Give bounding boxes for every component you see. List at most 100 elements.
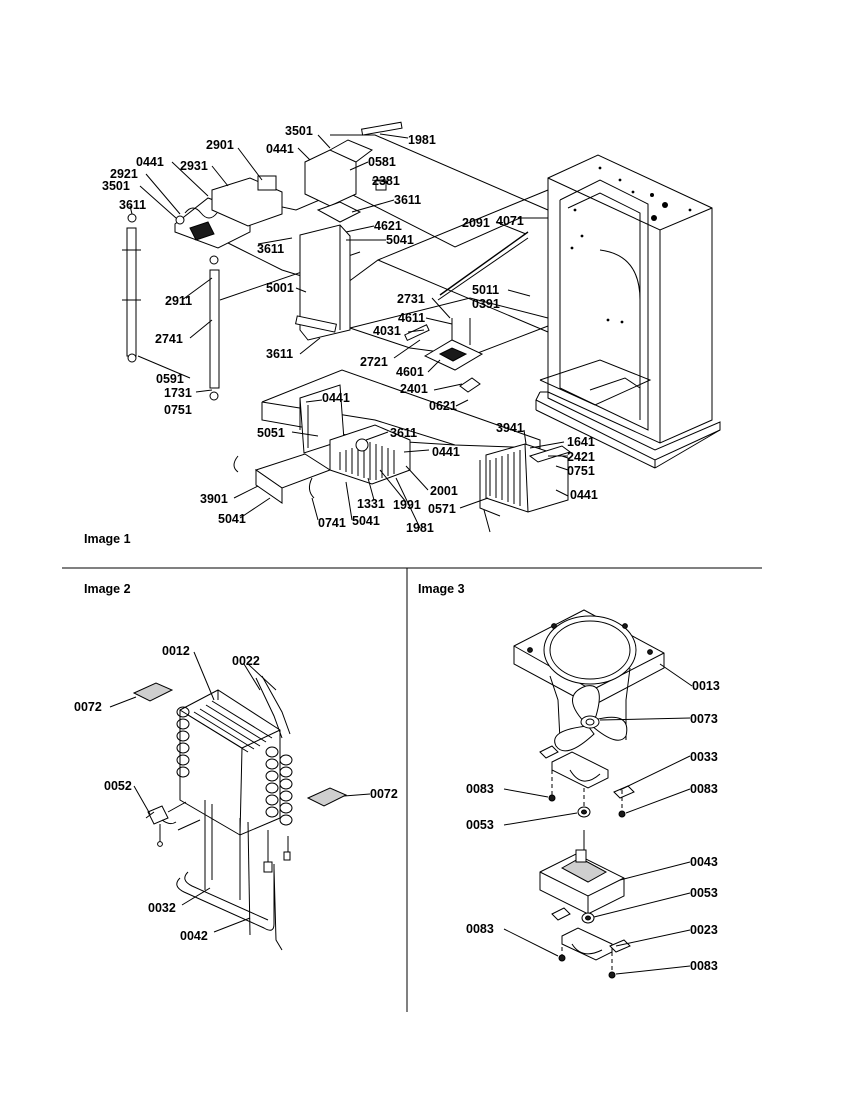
part-callout-2381: 2381 — [372, 174, 400, 188]
part-callout-3611: 3611 — [119, 198, 146, 212]
part-callout-3611: 3611 — [394, 193, 421, 207]
part-callout-0741: 0741 — [318, 516, 346, 530]
part-callout-0591: 0591 — [156, 372, 184, 386]
part-callout-0023: 0023 — [690, 923, 718, 937]
part-callout-2911: 2911 — [165, 294, 192, 308]
part-callout-0751: 0751 — [567, 464, 595, 478]
cabinet — [535, 154, 721, 469]
rod-2091 — [439, 231, 529, 296]
part-callout-0391: 0391 — [472, 297, 500, 311]
part-callout-5001: 5001 — [266, 281, 294, 295]
screw-icon — [618, 810, 626, 818]
lower-duct-assembly — [233, 384, 411, 504]
part-callout-2001: 2001 — [430, 484, 458, 498]
part-callout-4031: 4031 — [373, 324, 401, 338]
part-callout-4611: 4611 — [398, 311, 425, 325]
part-callout-0032: 0032 — [148, 901, 176, 915]
screw-icon — [548, 794, 556, 802]
part-callout-0022: 0022 — [232, 654, 260, 668]
part-callout-2421: 2421 — [567, 450, 595, 464]
plate-2911 — [295, 224, 351, 341]
condenser-box — [479, 443, 572, 517]
part-callout-0083: 0083 — [690, 959, 718, 973]
part-callout-5041: 5041 — [352, 514, 380, 528]
panel-label-image2: Image 2 — [84, 582, 131, 596]
part-callout-0083: 0083 — [690, 782, 718, 796]
part-callout-3611: 3611 — [390, 426, 417, 440]
part-callout-5041: 5041 — [218, 512, 246, 526]
image3-callouts: 0013 0073 0033 0083 0083 0053 0043 0053 0083 0023… — [466, 679, 720, 973]
part-callout-2901: 2901 — [206, 138, 234, 152]
part-callout-0621: 0621 — [429, 399, 457, 413]
pad-left — [132, 682, 174, 702]
part-callout-4621: 4621 — [374, 219, 402, 233]
pad-right — [306, 787, 348, 807]
part-callout-5041: 5041 — [386, 233, 414, 247]
part-callout-0053: 0053 — [690, 886, 718, 900]
screw-icon — [558, 954, 566, 962]
upper-evaporator — [174, 175, 283, 249]
center-plate — [404, 318, 484, 393]
part-callout-0052: 0052 — [104, 779, 132, 793]
part-callout-1981: 1981 — [408, 133, 436, 147]
part-callout-5011: 5011 — [472, 283, 499, 297]
part-callout-0053: 0053 — [466, 818, 494, 832]
part-callout-2401: 2401 — [400, 382, 428, 396]
part-callout-0581: 0581 — [368, 155, 396, 169]
heater-loop — [176, 864, 275, 931]
part-callout-0571: 0571 — [428, 502, 456, 516]
coil-right — [265, 746, 293, 826]
part-callout-0751: 0751 — [164, 403, 192, 417]
screw-icon — [608, 971, 616, 979]
part-callout-4601: 4601 — [396, 365, 424, 379]
image2-drawing — [132, 675, 348, 951]
fan-motor — [539, 830, 625, 915]
part-callout-0012: 0012 — [162, 644, 190, 658]
part-callout-0083: 0083 — [466, 782, 494, 796]
image3-drawing — [513, 609, 665, 979]
part-callout-3901: 3901 — [200, 492, 228, 506]
part-callout-3501: 3501 — [102, 179, 130, 193]
part-callout-3941: 3941 — [496, 421, 524, 435]
part-callout-0441: 0441 — [432, 445, 460, 459]
part-callout-0042: 0042 — [180, 929, 208, 943]
part-callout-4071: 4071 — [496, 214, 524, 228]
part-callout-0072: 0072 — [370, 787, 398, 801]
part-callout-3611: 3611 — [257, 242, 284, 256]
part-callout-0441: 0441 — [322, 391, 350, 405]
part-callout-2931: 2931 — [180, 159, 208, 173]
panel-label-image3: Image 3 — [418, 582, 465, 596]
part-callout-0043: 0043 — [690, 855, 718, 869]
top-duct — [304, 121, 403, 223]
part-callout-1991: 1991 — [393, 498, 421, 512]
part-callout-2731: 2731 — [397, 292, 425, 306]
part-callout-0441: 0441 — [136, 155, 164, 169]
part-callout-2921: 2921 — [110, 167, 138, 181]
part-callout-0072: 0072 — [74, 700, 102, 714]
part-callout-1731: 1731 — [164, 386, 192, 400]
left-rods — [122, 213, 220, 401]
part-callout-0073: 0073 — [690, 712, 718, 726]
part-callout-1331: 1331 — [357, 497, 385, 511]
part-callout-0083: 0083 — [466, 922, 494, 936]
part-callout-0441: 0441 — [266, 142, 294, 156]
lower-frame-outline — [261, 369, 541, 449]
part-callout-2721: 2721 — [360, 355, 388, 369]
image2-callouts: 0012 0022 0072 0072 0052 0032 0042 — [74, 644, 398, 943]
part-callout-5051: 5051 — [257, 426, 285, 440]
part-callout-0441: 0441 — [570, 488, 598, 502]
part-callout-1641: 1641 — [567, 435, 595, 449]
panel-label-image1: Image 1 — [84, 532, 131, 546]
part-callout-3501: 3501 — [285, 124, 313, 138]
part-callout-2741: 2741 — [155, 332, 183, 346]
coil-left — [176, 706, 190, 778]
part-callout-0033: 0033 — [690, 750, 718, 764]
image1-drawing — [122, 121, 721, 517]
part-callout-0013: 0013 — [692, 679, 720, 693]
part-callout-2091: 2091 — [462, 216, 490, 230]
leader-lines — [109, 133, 693, 975]
image1-callouts: 3501 1981 0441 0581 2901 2381 0441 2931 3611 2921… — [102, 124, 598, 535]
fan-blades — [554, 685, 628, 752]
